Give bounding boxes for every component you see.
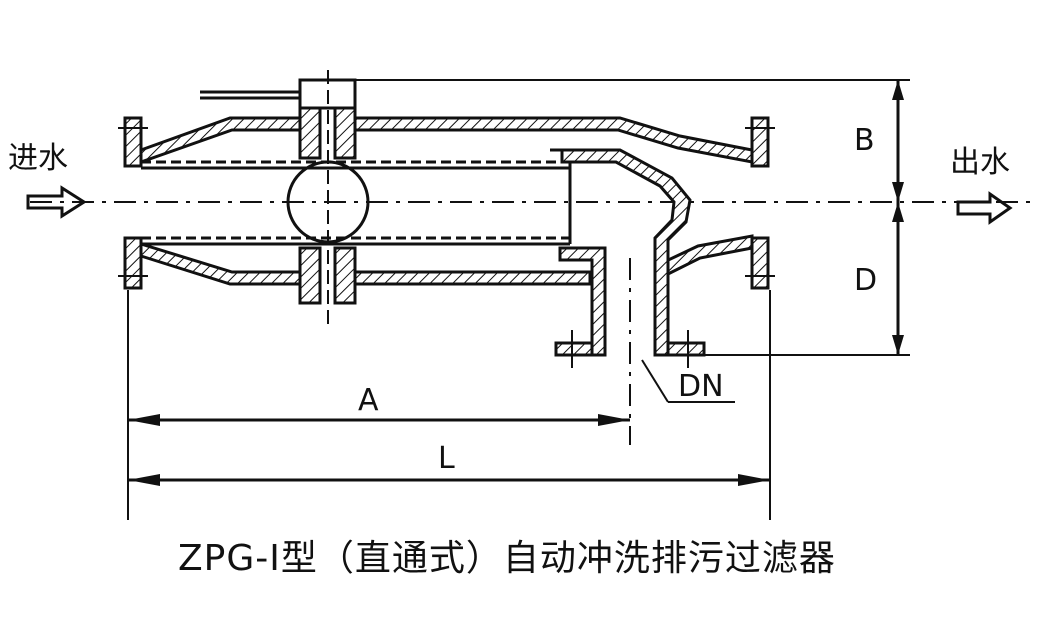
dimension-d — [892, 202, 904, 355]
outlet-flange — [745, 116, 775, 290]
upper-housing-wall — [139, 116, 754, 165]
outlet-arrow-icon — [956, 191, 1013, 225]
inlet-arrow-icon — [26, 185, 87, 219]
dn-label: DN — [678, 369, 724, 404]
dimension-a-label: A — [358, 383, 379, 418]
outlet-label: 出水 — [950, 145, 1010, 180]
drain-elbow — [550, 148, 706, 445]
extension-lines — [127, 79, 910, 520]
brush-hub — [200, 70, 370, 330]
diagram-caption: ZPG-Ⅰ型（直通式）自动冲洗排污过滤器 — [178, 538, 836, 579]
dn-leader — [641, 359, 735, 403]
inlet-flange — [118, 116, 148, 290]
dimension-b — [892, 80, 904, 202]
screen-mesh — [141, 160, 572, 246]
dimension-l — [128, 474, 770, 486]
inlet-label: 进水 — [8, 141, 68, 176]
dimension-a — [128, 414, 630, 426]
dimension-l-label: L — [438, 441, 455, 476]
dimension-d-label: D — [854, 263, 877, 298]
dimension-b-label: B — [854, 123, 875, 158]
